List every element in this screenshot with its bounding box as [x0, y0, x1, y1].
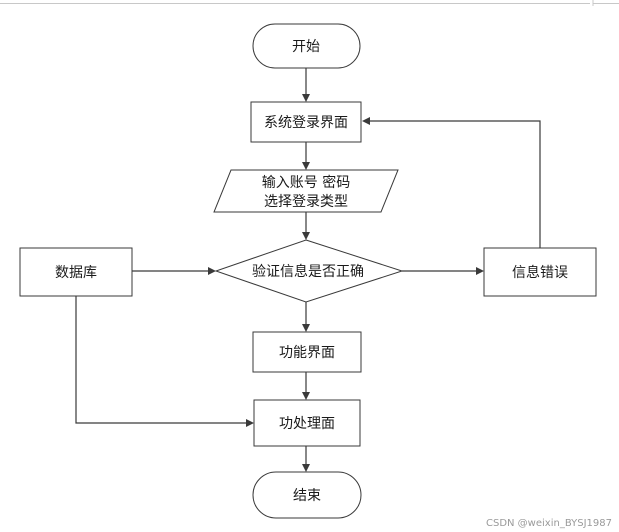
- edges: [75, 68, 541, 472]
- end-label: 结束: [293, 488, 321, 504]
- arrow-input-verify: [302, 232, 310, 240]
- start-label: 开始: [292, 39, 320, 55]
- input-label-line1: 输入账号 密码: [262, 174, 350, 191]
- node-database: 数据库: [19, 247, 133, 297]
- function-ui-shape: [252, 331, 362, 373]
- arrow-process-end: [302, 464, 310, 472]
- node-input: 输入账号 密码 选择登录类型: [213, 169, 399, 213]
- function-ui-label: 功能界面: [279, 345, 335, 361]
- arrow-function-process: [302, 392, 310, 400]
- arrow-verify-function: [302, 324, 310, 332]
- verify-label: 验证信息是否正确: [252, 263, 364, 280]
- login-ui-label: 系统登录界面: [264, 115, 348, 131]
- node-verify: 验证信息是否正确: [214, 239, 404, 303]
- watermark-text: CSDN @weixin_BYSJ1987: [486, 518, 612, 529]
- error-label: 信息错误: [512, 264, 568, 281]
- edge-error-login: [368, 120, 541, 248]
- arrow-start-login: [302, 94, 310, 102]
- node-function-ui: 功能界面: [252, 331, 362, 373]
- node-end: 结束: [252, 471, 362, 519]
- arrow-verify-error: [476, 267, 484, 275]
- database-label: 数据库: [55, 265, 97, 281]
- login-ui-shape: [250, 101, 362, 143]
- process-ui-shape: [253, 399, 361, 447]
- node-start: 开始: [252, 23, 361, 69]
- process-ui-label: 功处理面: [279, 416, 335, 432]
- start-terminator-shape: [252, 23, 361, 69]
- end-terminator-shape: [252, 471, 362, 519]
- database-shape: [19, 247, 133, 297]
- verify-decision-shape: [214, 239, 404, 303]
- node-login-ui: 系统登录界面: [250, 101, 362, 143]
- arrow-error-login: [362, 117, 370, 125]
- arrow-database-verify: [208, 267, 216, 275]
- arrow-database-process: [246, 419, 254, 427]
- edge-database-process: [75, 296, 248, 424]
- arrow-login-input: [302, 162, 310, 170]
- input-label-line2: 选择登录类型: [264, 194, 348, 210]
- error-shape: [483, 247, 597, 297]
- node-process-ui: 功处理面: [253, 399, 361, 447]
- node-error: 信息错误: [483, 247, 597, 297]
- input-parallelogram-shape: [213, 169, 399, 213]
